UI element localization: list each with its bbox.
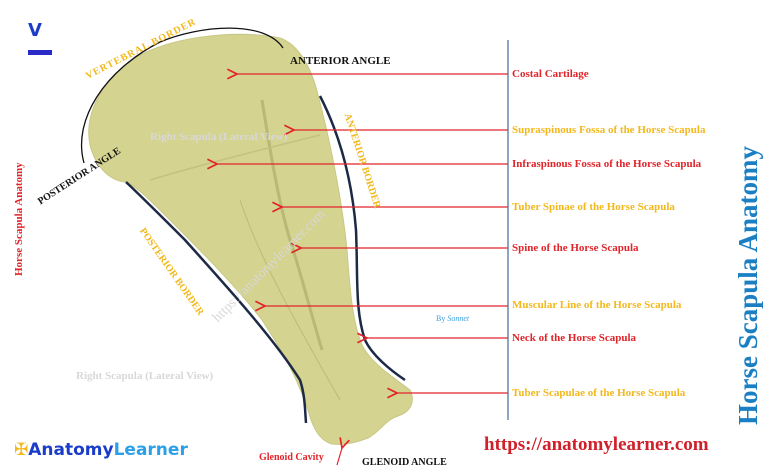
label-costal-cartilage: Costal Cartilage: [512, 68, 589, 80]
watermark-caption-bottom: Right Scapula (Lateral View): [76, 370, 214, 382]
side-title: Horse Scapula Anatomy: [13, 162, 25, 276]
logo-figure-icon: ✠: [14, 440, 29, 460]
label-infraspinous-fossa: Infraspinous Fossa of the Horse Scapula: [512, 158, 702, 170]
small-logo: V: [28, 22, 52, 56]
spine-ridge: [260, 99, 324, 351]
arrows: [217, 74, 508, 466]
arrow-glenoid-cavity: [336, 448, 342, 466]
main-title: Horse Scapula Anatomy: [733, 145, 763, 425]
label-muscular-line: Muscular Line of the Horse Scapula: [512, 299, 682, 311]
credit-by: By: [436, 314, 446, 323]
credit: By Sonnet: [436, 314, 469, 323]
neck-border-line: [363, 339, 406, 382]
label-spine: Spine of the Horse Scapula: [512, 242, 639, 254]
anatomy-learner-logo: ✠AnatomyLearner: [14, 440, 188, 460]
anterior-angle-label: ANTERIOR ANGLE: [290, 55, 391, 67]
label-neck: Neck of the Horse Scapula: [512, 332, 637, 344]
website-url[interactable]: https://anatomylearner.com: [484, 434, 709, 455]
credit-name: Sonnet: [447, 314, 470, 323]
scapula-bone: [88, 33, 413, 445]
label-tuber-scapulae: Tuber Scapulae of the Horse Scapula: [512, 387, 686, 399]
vertebral-border-line: [80, 27, 284, 164]
glenoid-cavity-label: Glenoid Cavity: [259, 452, 324, 463]
label-supraspinous-fossa: Supraspinous Fossa of the Horse Scapula: [512, 124, 706, 136]
glenoid-angle-label: GLENOID ANGLE: [362, 457, 447, 468]
posterior-border-line: [125, 181, 308, 424]
anterior-border-line: [318, 95, 367, 341]
label-tuber-spinae: Tuber Spinae of the Horse Scapula: [512, 201, 675, 213]
watermark-caption-top: Right Scapula (Lateral View): [150, 131, 288, 143]
